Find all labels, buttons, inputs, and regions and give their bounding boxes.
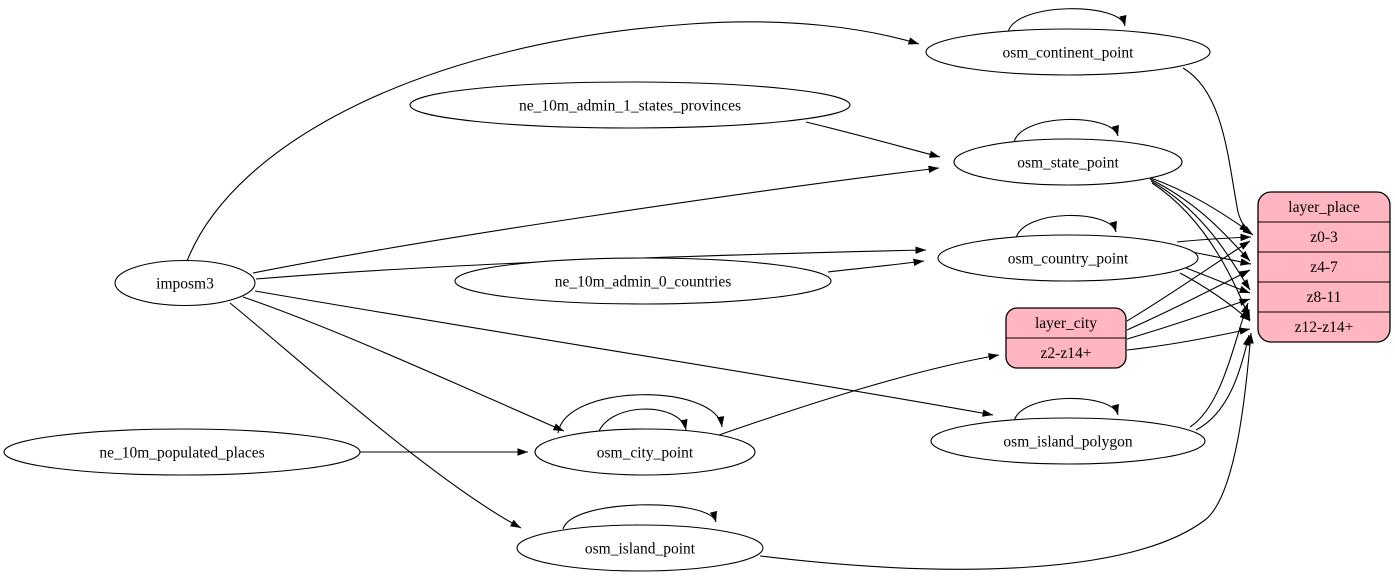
node-layer-city: layer_city z2-z14+ — [1005, 307, 1127, 369]
layer-city-row-z2-z14: z2-z14+ — [1041, 345, 1092, 362]
layer-place-row-z4-7: z4-7 — [1310, 259, 1338, 276]
edge-osm-city-point-layer-city-z2-z14 — [718, 353, 1000, 436]
edge-ne-states-osm-state-point — [805, 121, 941, 158]
edge-imposm3-osm-island-polygon — [254, 290, 994, 417]
selfloop-osm-continent-point — [1007, 8, 1127, 33]
edge-imposm3-osm-island-point — [229, 302, 522, 529]
selfloop-osm-island-polygon — [1013, 397, 1119, 422]
edge-layer-city-layer-place-z12-z14 — [1126, 327, 1251, 351]
edge-osm-state-point-layer-place-z4-7 — [1149, 178, 1251, 262]
node-layer-place: layer_place z0-3 z4-7 z8-11 z12-z14+ — [1257, 191, 1391, 343]
node-ne-10m-populated-places: ne_10m_populated_places — [3, 428, 361, 476]
layer-place-row-z12-z14: z12-z14+ — [1295, 319, 1354, 336]
node-ne-10m-admin-0-countries: ne_10m_admin_0_countries — [454, 257, 832, 305]
osm-state-point-label: osm_state_point — [1017, 155, 1119, 172]
osm-country-point-label: osm_country_point — [1008, 251, 1129, 268]
edge-imposm3-osm-city-point — [242, 296, 565, 432]
edge-osm-country-point-layer-place-z0-3 — [1176, 233, 1252, 243]
edge-ne-countries-osm-country-point — [827, 258, 925, 273]
edge-osm-island-point-layer-place-z12-z14 — [759, 332, 1254, 570]
layer-place-row-z0-3: z0-3 — [1310, 229, 1338, 246]
edge-imposm3-osm-continent-point — [186, 21, 920, 262]
edge-osm-island-polygon-layer-place-z12-z14 — [1195, 334, 1251, 431]
node-osm-island-polygon: osm_island_polygon — [930, 417, 1206, 465]
osm-country-point-ellipse — [937, 234, 1199, 282]
osm-island-point-ellipse — [516, 524, 764, 572]
ne-states-label: ne_10m_admin_1_states_provinces — [519, 98, 741, 115]
osm-island-point-label: osm_island_point — [585, 541, 696, 558]
ne-places-label: ne_10m_populated_places — [99, 445, 264, 462]
layer-place-row-z8-11: z8-11 — [1307, 289, 1342, 306]
selfloop-osm-state-point — [1013, 118, 1119, 143]
osm-continent-point-ellipse — [925, 28, 1211, 76]
edge-osm-country-point-layer-place-z8-11 — [1185, 267, 1251, 294]
osm-city-point-ellipse — [534, 428, 756, 476]
edge-imposm3-osm-state-point — [252, 165, 940, 274]
ne-countries-ellipse — [454, 257, 832, 305]
node-osm-continent-point: osm_continent_point — [925, 28, 1211, 76]
selfloop-osm-city-point-inner — [596, 408, 688, 438]
edge-layer-city-layer-place-z0-3 — [1126, 240, 1251, 322]
edge-osm-island-polygon-layer-place-z8-11 — [1189, 302, 1249, 428]
ne-countries-label: ne_10m_admin_0_countries — [555, 274, 732, 291]
node-imposm3: imposm3 — [114, 259, 256, 307]
edge-layer-city-layer-place-z4-7 — [1126, 269, 1251, 331]
imposm3-ellipse — [114, 259, 256, 307]
edge-osm-state-point-layer-place-z8-11 — [1150, 180, 1251, 291]
layer-place-title: layer_place — [1288, 199, 1360, 216]
osm-continent-point-label: osm_continent_point — [1003, 45, 1135, 62]
node-osm-island-point: osm_island_point — [516, 524, 764, 572]
selfloop-osm-country-point — [1015, 214, 1117, 239]
node-osm-city-point: osm_city_point — [534, 428, 756, 476]
osm-city-point-label: osm_city_point — [597, 445, 694, 462]
node-osm-country-point: osm_country_point — [937, 234, 1199, 282]
edge-osm-state-point-layer-place-z0-3 — [1147, 176, 1251, 233]
ne-states-ellipse — [409, 81, 851, 129]
layer-city-title: layer_city — [1035, 315, 1097, 332]
edge-osm-country-point-layer-place-z12-z14 — [1179, 272, 1251, 322]
edge-layer-city-layer-place-z8-11 — [1126, 298, 1251, 340]
osm-island-polygon-ellipse — [930, 417, 1206, 465]
osm-state-point-ellipse — [953, 138, 1183, 186]
node-osm-state-point: osm_state_point — [953, 138, 1183, 186]
imposm3-label: imposm3 — [156, 276, 214, 293]
layer-place-box — [1257, 191, 1391, 343]
selfloop-osm-island-point — [562, 504, 717, 530]
ne-places-ellipse — [3, 428, 361, 476]
selfloop-osm-city-point-outer — [557, 394, 725, 434]
node-ne-10m-admin-1-states-provinces: ne_10m_admin_1_states_provinces — [409, 81, 851, 129]
osm-island-polygon-label: osm_island_polygon — [1003, 434, 1132, 451]
edge-osm-country-point-layer-place-z4-7 — [1191, 251, 1252, 266]
